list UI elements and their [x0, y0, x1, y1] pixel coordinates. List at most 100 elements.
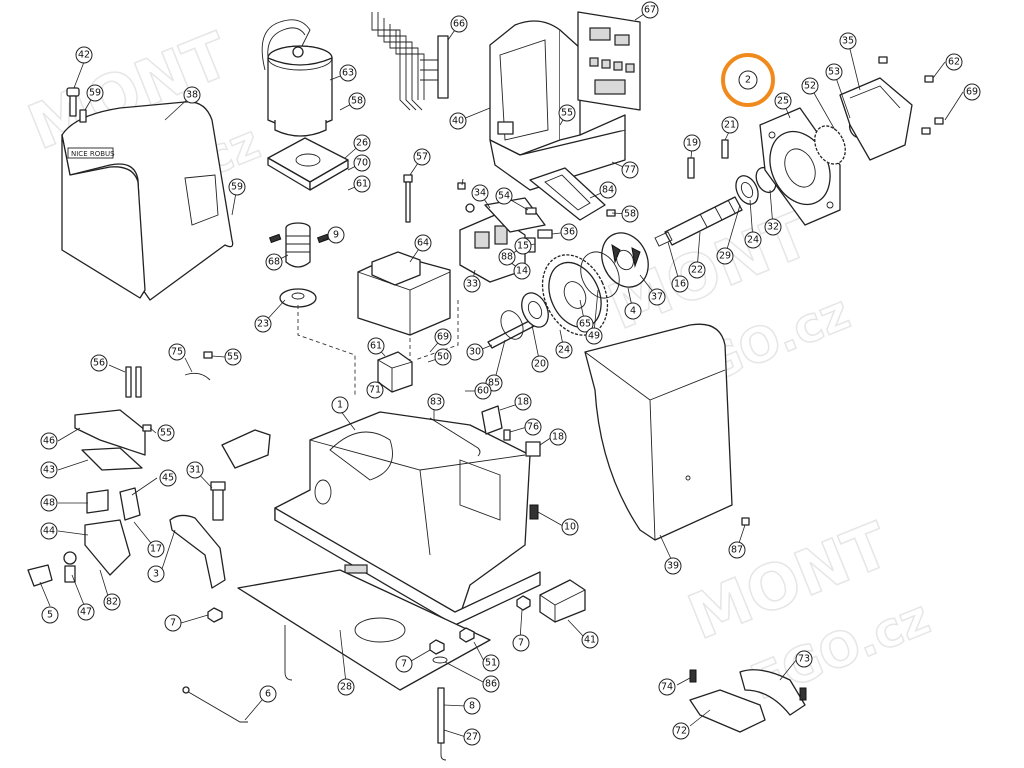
callout-57: 57	[413, 148, 431, 166]
highlighted-part-number: 2	[745, 75, 751, 86]
washer-23-drawing	[279, 288, 317, 308]
callout-77: 77	[621, 161, 639, 179]
callout-3: 3	[147, 565, 165, 583]
callout-number: 23	[257, 319, 269, 330]
callout-number: 69	[437, 332, 449, 343]
callout-84: 84	[599, 181, 617, 199]
callout-number: 67	[644, 5, 656, 16]
callout-number: 7	[401, 659, 407, 670]
part-18-drawing	[481, 405, 541, 457]
callout-number: 59	[231, 182, 243, 193]
brand-label: NICE ROBUS	[71, 150, 115, 158]
callout-18: 18	[514, 393, 532, 411]
callout-22: 22	[688, 261, 706, 279]
callout-70: 70	[353, 154, 371, 172]
callout-number: 30	[469, 347, 481, 358]
callout-66: 66	[450, 15, 468, 33]
callout-number: 77	[624, 165, 636, 176]
callout-55: 55	[558, 104, 576, 122]
callout-number: 75	[171, 347, 183, 358]
callout-34: 34	[471, 184, 489, 202]
callout-24b: 24	[744, 231, 762, 249]
callout-number: 69	[966, 87, 978, 98]
callout-30: 30	[466, 343, 484, 361]
callout-number: 34	[474, 188, 486, 199]
callout-number: 7	[518, 638, 524, 649]
callout-71: 71	[366, 381, 384, 399]
callout-87: 87	[728, 541, 746, 559]
callout-40: 40	[449, 112, 467, 130]
callout-27: 27	[463, 728, 481, 746]
callout-58: 58	[348, 92, 366, 110]
callout-19: 19	[683, 134, 701, 152]
cover-38-drawing: NICE ROBUS	[61, 101, 234, 301]
callout-number: 40	[452, 116, 464, 127]
rod-83-drawing	[429, 417, 481, 457]
callout-number: 86	[485, 679, 497, 690]
callout-number: 21	[724, 120, 736, 131]
callout-82: 82	[103, 593, 121, 611]
callout-number: 37	[651, 292, 663, 303]
callout-number: 51	[485, 658, 497, 669]
callout-72: 72	[672, 722, 690, 740]
callout-68: 68	[265, 253, 283, 271]
callout-number: 44	[43, 526, 55, 537]
callout-64: 64	[414, 234, 432, 252]
release-lever-drawing	[169, 481, 226, 589]
callout-number: 60	[477, 386, 489, 397]
screw-59-drawing	[79, 109, 87, 123]
callout-60: 60	[474, 382, 492, 400]
callout-number: 18	[552, 432, 564, 443]
callout-42: 42	[75, 46, 93, 64]
callout-number: 62	[948, 57, 960, 68]
pinion-68-drawing	[268, 222, 330, 268]
callout-number: 1	[337, 400, 343, 411]
callout-number: 48	[43, 498, 55, 509]
pcb-67-drawing	[577, 11, 641, 111]
callout-54: 54	[495, 187, 513, 205]
callout-46: 46	[40, 432, 58, 450]
wiring-66-drawing	[371, 12, 449, 111]
callout-number: 22	[691, 265, 703, 276]
callout-number: 87	[731, 545, 743, 556]
callout-number: 3	[153, 569, 159, 580]
motor-63-drawing	[261, 19, 333, 137]
callout-37: 37	[648, 288, 666, 306]
callout-38: 38	[183, 86, 201, 104]
baseplate-28-drawing	[237, 569, 491, 691]
callout-5: 5	[41, 606, 59, 624]
callout-55b: 55	[224, 348, 242, 366]
callout-18b: 18	[549, 428, 567, 446]
callout-86: 86	[482, 675, 500, 693]
callout-41: 41	[581, 631, 599, 649]
callout-29: 29	[716, 247, 734, 265]
bracket-72-73-drawing	[689, 669, 807, 733]
callout-number: 16	[674, 279, 686, 290]
callout-23: 23	[254, 315, 272, 333]
callout-45: 45	[159, 469, 177, 487]
callout-number: 54	[498, 191, 510, 202]
callout-number: 46	[43, 436, 55, 447]
callout-number: 58	[351, 96, 363, 107]
callout-number: 61	[370, 341, 382, 352]
block-41-drawing	[539, 579, 586, 623]
callout-number: 47	[80, 607, 92, 618]
callout-number: 64	[417, 238, 429, 249]
callout-number: 65	[579, 319, 591, 330]
callout-83: 83	[427, 393, 445, 411]
callout-number: 4	[630, 306, 636, 317]
callout-25: 25	[774, 92, 792, 110]
screw-87-drawing	[741, 517, 750, 526]
callout-number: 10	[564, 522, 576, 533]
callout-number: 28	[340, 682, 352, 693]
callout-number: 49	[588, 331, 600, 342]
callout-number: 27	[466, 732, 478, 743]
callout-31: 31	[186, 461, 204, 479]
screw-57-drawing	[403, 174, 413, 223]
callout-number: 24	[558, 345, 570, 356]
callout-number: 52	[804, 81, 816, 92]
callout-number: 24	[747, 235, 759, 246]
key-lock-drawing	[27, 551, 77, 587]
cover-piece-drawing	[221, 429, 271, 469]
callout-52: 52	[801, 77, 819, 95]
